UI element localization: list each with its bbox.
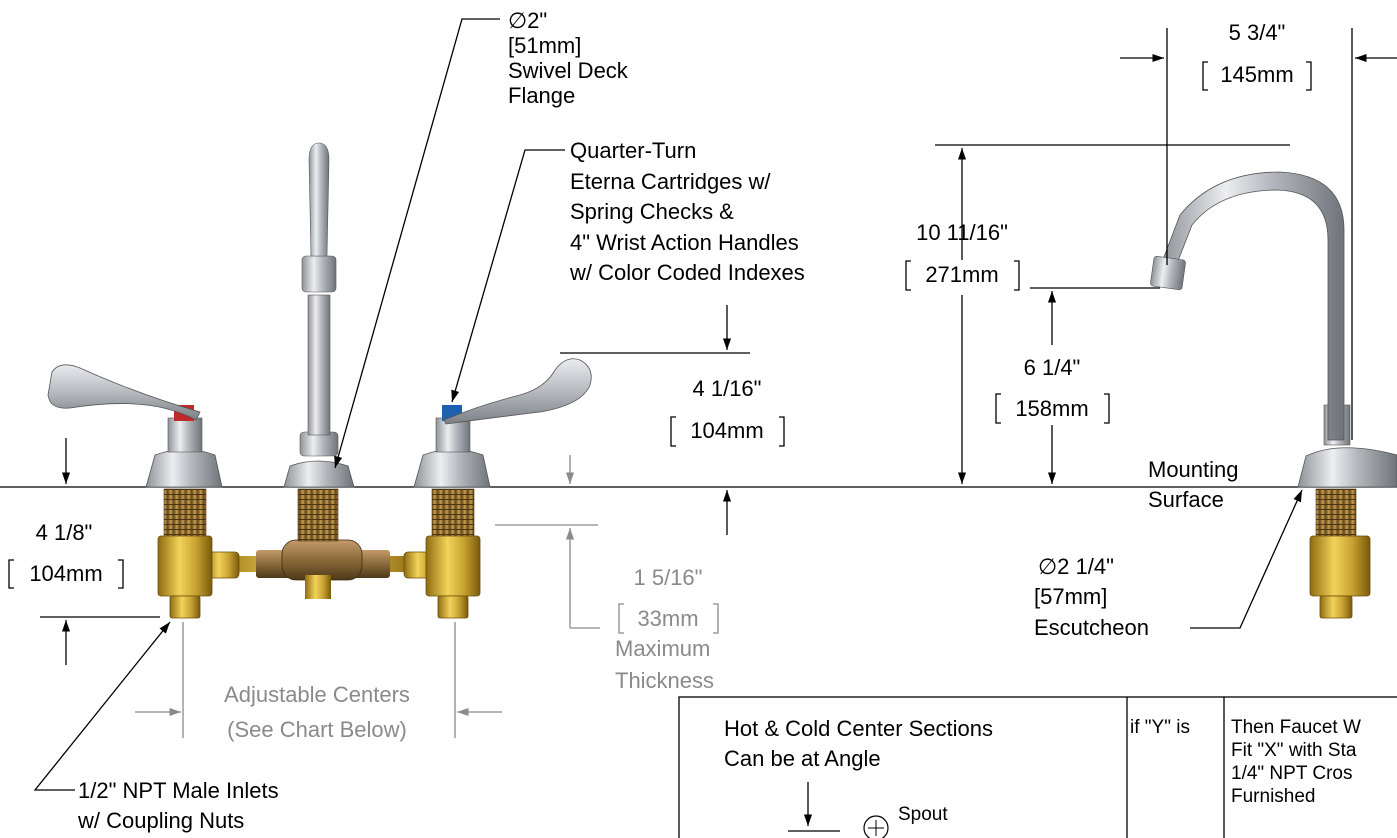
table-col2-header: if "Y" is — [1130, 717, 1190, 738]
centers-line-2: (See Chart Below) — [227, 717, 407, 742]
reach-metric: 145mm — [1220, 62, 1293, 87]
thickness-dimension: 1 5/16" 33mm Maximum Thickness — [615, 565, 719, 693]
centers-chart-table: Hot & Cold Center Sections Can be at Ang… — [678, 696, 1397, 838]
cartridge-callout: Quarter-Turn Eterna Cartridges w/ Spring… — [569, 138, 805, 285]
escutcheon-callout: ∅2 1/4" [57mm] Escutcheon — [1034, 554, 1149, 640]
reach-value: 5 3/4" — [1229, 20, 1286, 45]
table-col3-line-4: Furnished — [1231, 786, 1316, 807]
inlets-line-2: w/ Coupling Nuts — [77, 808, 244, 833]
inlets-line-1: 1/2" NPT Male Inlets — [78, 778, 279, 803]
escutcheon-name: Escutcheon — [1034, 615, 1149, 640]
mounting-line-2: Surface — [1148, 487, 1224, 512]
table-col3-line-1: Then Faucet W — [1231, 717, 1361, 738]
outlet-height-value: 6 1/4" — [1024, 355, 1081, 380]
table-col1-line-2: Can be at Angle — [724, 746, 881, 771]
flange-name-1: Swivel Deck — [508, 58, 629, 83]
table-spout-label: Spout — [898, 804, 948, 825]
escutcheon-metric: [57mm] — [1034, 584, 1107, 609]
table-col3-line-2: Fit "X" with Sta — [1231, 740, 1357, 761]
cartridge-line-5: w/ Color Coded Indexes — [569, 260, 805, 285]
cartridge-leader — [451, 149, 565, 403]
outlet-height-metric: 158mm — [1015, 396, 1088, 421]
cartridge-line-2: Eterna Cartridges w/ — [570, 169, 771, 194]
spout-height-value: 10 11/16" — [916, 220, 1008, 245]
cartridge-line-3: Spring Checks & — [570, 199, 734, 224]
faucet-front-view — [47, 142, 592, 619]
flange-diameter: ∅2" — [508, 8, 547, 33]
centers-line-1: Adjustable Centers — [224, 682, 410, 707]
escutcheon-leader — [1190, 489, 1303, 629]
cartridge-line-1: Quarter-Turn — [570, 138, 696, 163]
thickness-line-2: Thickness — [615, 668, 714, 693]
spout-height-dimension: 10 11/16" 271mm — [905, 220, 1020, 291]
thickness-metric: 33mm — [637, 606, 698, 631]
flange-name-2: Flange — [508, 83, 575, 108]
handle-height-dimension: 4 1/16" 104mm — [670, 376, 785, 447]
cartridge-line-4: 4" Wrist Action Handles — [570, 230, 799, 255]
adjustable-centers-label: Adjustable Centers (See Chart Below) — [224, 682, 410, 742]
spout-symbol-icon — [863, 815, 889, 838]
mounting-line-1: Mounting — [1148, 457, 1239, 482]
below-height-metric: 104mm — [29, 561, 102, 586]
flange-leader — [334, 18, 500, 469]
inlet-leader — [33, 621, 171, 791]
below-height-value: 4 1/8" — [36, 520, 93, 545]
handle-height-metric: 104mm — [690, 418, 763, 443]
handle-height-value: 4 1/16" — [693, 376, 762, 401]
table-col3-line-3: 1/4" NPT Cros — [1231, 763, 1353, 784]
escutcheon-diameter: ∅2 1/4" — [1038, 554, 1114, 579]
below-height-dimension: 4 1/8" 104mm — [8, 520, 124, 589]
spout-height-metric: 271mm — [925, 262, 998, 287]
faucet-side-view — [1150, 171, 1397, 619]
flange-metric: [51mm] — [508, 33, 581, 58]
thickness-line-1: Maximum — [615, 636, 710, 661]
mounting-surface-label: Mounting Surface — [1148, 457, 1239, 512]
thickness-value: 1 5/16" — [634, 565, 703, 590]
reach-dimension: 5 3/4" 145mm — [1202, 20, 1312, 91]
outlet-height-dimension: 6 1/4" 158mm — [995, 355, 1110, 424]
table-col1-line-1: Hot & Cold Center Sections — [724, 716, 993, 741]
flange-callout: ∅2" [51mm] Swivel Deck Flange — [508, 8, 629, 108]
inlets-callout: 1/2" NPT Male Inlets w/ Coupling Nuts — [77, 778, 279, 833]
